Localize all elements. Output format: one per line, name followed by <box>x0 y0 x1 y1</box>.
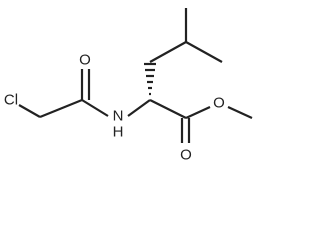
chemical-structure: Cl O N H O O <box>4 8 253 164</box>
atom-ester-oxygen: O <box>213 95 225 112</box>
bond-ch2-carbonyl <box>39 98 83 119</box>
bond-cl-ch2 <box>18 104 41 118</box>
atom-carbonyl-oxygen-right: O <box>180 147 192 164</box>
bond-n-alpha-carbon <box>127 99 151 117</box>
stereo-hash-bond <box>144 62 156 96</box>
atom-chlorine: Cl <box>4 92 18 109</box>
atom-amide-nitrogen: N <box>113 108 124 125</box>
bond-ch2-ch <box>149 41 187 63</box>
bond-alpha-ester-carbon <box>149 99 187 119</box>
atom-amide-hydrogen: H <box>113 124 124 141</box>
bond-ch-methyl-right <box>185 41 223 63</box>
bond-o-methyl <box>227 106 253 119</box>
bond-carbonyl-n <box>81 99 109 117</box>
atom-carbonyl-oxygen-left: O <box>79 52 91 69</box>
bond-ester-c-o <box>185 106 211 119</box>
